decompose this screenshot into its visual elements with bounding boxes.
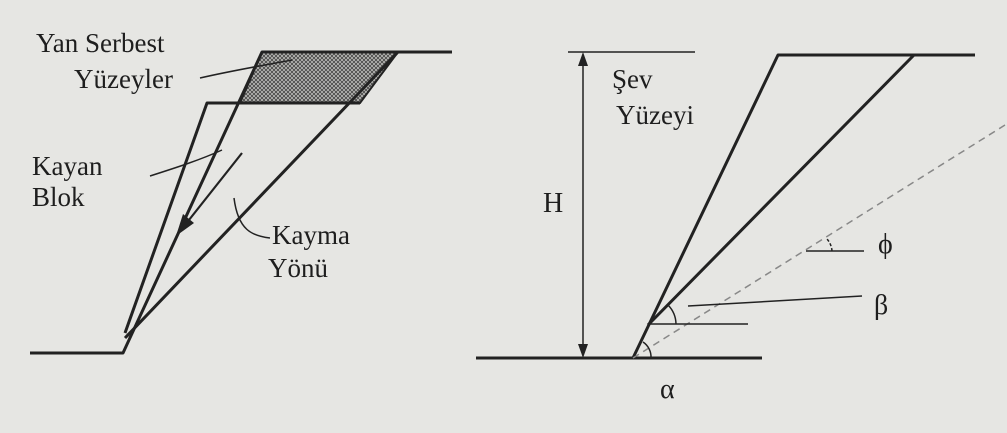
height-arrow-bottom: [578, 344, 588, 358]
label-beta: β: [874, 290, 888, 321]
failure-plane-line: [123, 50, 400, 340]
label-sliding-direction-2: Yönü: [268, 253, 328, 283]
label-side-free-surfaces-1: Yan Serbest: [36, 28, 165, 58]
leader-side-surfaces: [199, 59, 293, 79]
label-side-free-surfaces-2: Yüzeyler: [74, 64, 173, 94]
sliding-direction-arrow: [184, 152, 243, 226]
label-phi: ϕ: [878, 229, 893, 260]
alpha-angle-arc: [642, 341, 652, 359]
label-sliding-block-1: Kayan: [32, 151, 103, 181]
label-slope-face-2: Yüzeyi: [616, 100, 694, 130]
sliding-direction-arrowhead: [176, 214, 194, 236]
leader-sliding-block: [149, 149, 223, 177]
label-slope-face-1: Şev: [612, 64, 653, 94]
height-arrow-top: [578, 52, 588, 66]
phi-angle-arc: [825, 237, 833, 252]
label-alpha: α: [660, 374, 675, 405]
label-sliding-direction-1: Kayma: [272, 220, 350, 250]
beta-leader-line: [687, 295, 863, 307]
left-slope-outline: [30, 50, 452, 355]
sliding-block-outline: [123, 101, 360, 334]
beta-angle-arc: [667, 304, 677, 325]
right-figure: Şev Yüzeyi H ϕ β α: [476, 51, 1006, 405]
label-height: H: [543, 188, 563, 219]
label-sliding-block-2: Blok: [32, 182, 85, 212]
leader-sliding-direction: [233, 197, 271, 239]
right-failure-plane: [646, 53, 916, 327]
right-slope-outline: [631, 53, 975, 359]
left-figure: Yan Serbest Yüzeyler Kayan Blok Kayma Yö…: [30, 28, 452, 355]
friction-dashed-line: [632, 124, 1006, 359]
